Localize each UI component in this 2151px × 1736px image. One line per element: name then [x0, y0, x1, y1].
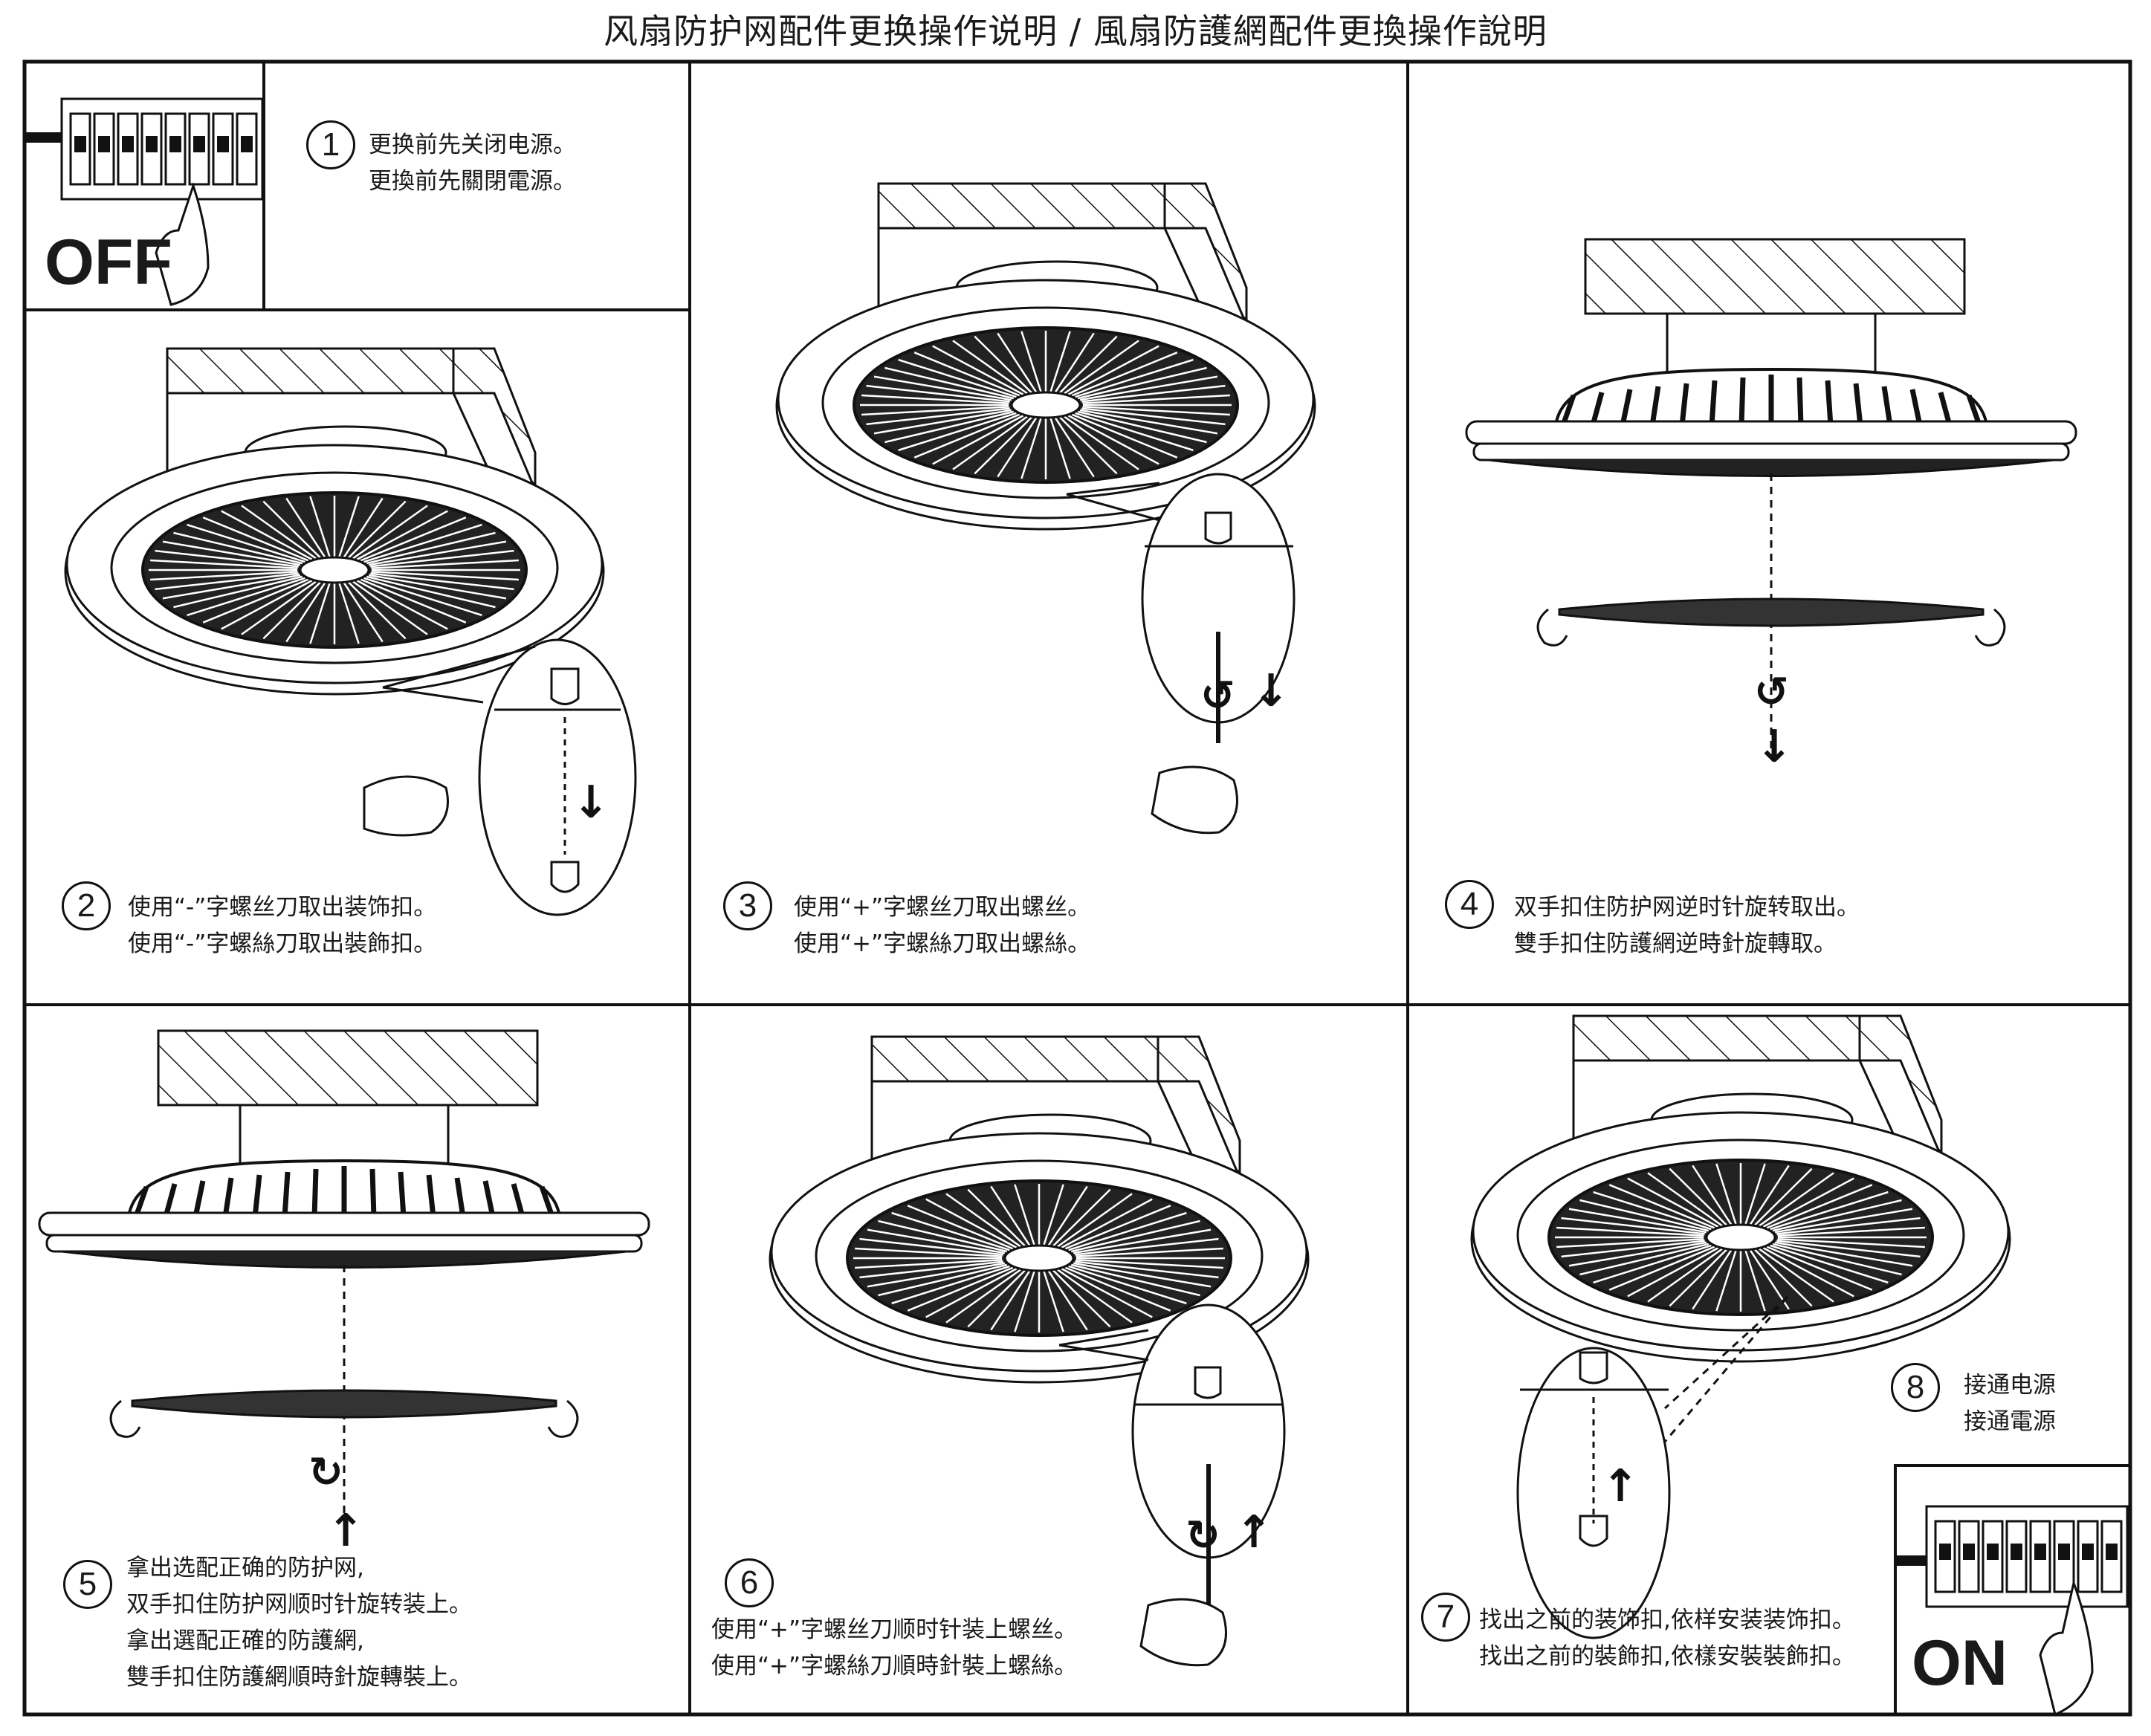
arrow-down-icon: ↓: [1756, 721, 1793, 773]
rotate-clockwise-icon: ↻: [1186, 1512, 1220, 1560]
instruction-line: 接通电源: [1964, 1372, 2056, 1399]
hand-icon: [155, 182, 210, 306]
instruction-line: 接通電源: [1964, 1408, 2056, 1435]
step-number-7: 7: [1421, 1593, 1470, 1642]
hand-icon: [2039, 1578, 2094, 1717]
fan-illustration-step5: [39, 1031, 649, 1544]
arrow-up-icon: ↑: [1235, 1506, 1272, 1558]
step-number-6: 6: [725, 1558, 774, 1607]
step-number-5: 5: [63, 1560, 112, 1609]
instruction-line: 拿出选配正确的防护网,: [126, 1555, 364, 1581]
rotate-counterclockwise-icon: ↺: [1754, 668, 1789, 716]
step-instruction-8: 接通电源接通電源: [1964, 1367, 2056, 1440]
instruction-line: 雙手扣住防護網逆時針旋轉取。: [1514, 930, 1837, 957]
arrow-up-icon: ↑: [1602, 1460, 1639, 1512]
detail-oval: [478, 638, 637, 916]
instruction-line: 更换前先关闭电源。: [369, 132, 576, 158]
page-title: 风扇防护网配件更换操作说明 / 風扇防護網配件更換操作說明: [604, 11, 1547, 51]
fan-illustration-step7: [1470, 1014, 2011, 1363]
detail-oval: [1516, 1347, 1671, 1639]
instruction-line: 找出之前的装饰扣,依样安装装饰扣。: [1479, 1607, 1855, 1633]
instruction-line: 找出之前的裝飾扣,依樣安裝裝飾扣。: [1479, 1643, 1855, 1670]
rotate-counterclockwise-icon: ↺: [1200, 672, 1235, 720]
instruction-line: 使用“+”字螺丝刀取出螺丝。: [794, 894, 1091, 921]
step-instruction-1: 更换前先关闭电源。更換前先關閉電源。: [369, 127, 576, 200]
step-instruction-2: 使用“-”字螺丝刀取出装饰扣。使用“-”字螺絲刀取出裝飾扣。: [128, 890, 436, 962]
step-number-1: 1: [306, 120, 355, 169]
step-instruction-4: 双手扣住防护网逆时针旋转取出。雙手扣住防護網逆時針旋轉取。: [1514, 890, 1860, 962]
instruction-line: 使用“-”字螺丝刀取出装饰扣。: [128, 894, 437, 921]
instruction-line: 使用“+”字螺絲刀順時針裝上螺絲。: [711, 1653, 1078, 1680]
instruction-line: 使用“-”字螺絲刀取出裝飾扣。: [128, 930, 437, 957]
instruction-line: 使用“+”字螺絲刀取出螺絲。: [794, 930, 1091, 957]
step-number-4: 4: [1445, 880, 1494, 929]
hand-icon: [363, 765, 1238, 1667]
instruction-line: 双手扣住防护网顺时针旋转装上。: [126, 1591, 472, 1618]
rotate-clockwise-icon: ↻: [308, 1448, 343, 1497]
instruction-line: 更換前先關閉電源。: [369, 168, 576, 195]
instruction-line: 使用“+”字螺丝刀顺时针装上螺丝。: [711, 1616, 1078, 1643]
on-box: [1894, 1464, 2132, 1716]
step-number-8: 8: [1891, 1363, 1940, 1412]
arrow-down-icon: ↓: [572, 777, 609, 829]
step-instruction-6: 使用“+”字螺丝刀顺时针装上螺丝。使用“+”字螺絲刀順時針裝上螺絲。: [711, 1612, 1077, 1685]
breaker-panel-on: [1925, 1505, 2129, 1608]
off-label: OFF: [45, 227, 172, 298]
instruction-line: 双手扣住防护网逆时针旋转取出。: [1514, 894, 1860, 921]
fan-illustration-step2: [64, 347, 605, 696]
step-instruction-3: 使用“+”字螺丝刀取出螺丝。使用“+”字螺絲刀取出螺絲。: [794, 890, 1090, 962]
instruction-line: 雙手扣住防護網順時針旋轉裝上。: [126, 1664, 472, 1691]
step-number-2: 2: [62, 881, 111, 930]
step-number-3: 3: [723, 881, 772, 930]
instruction-line: 拿出選配正確的防護網,: [126, 1628, 364, 1654]
arrow-up-icon: ↑: [327, 1505, 364, 1557]
frame: [22, 59, 2132, 1717]
step-instruction-5: 拿出选配正确的防护网, 双手扣住防护网顺时针旋转装上。拿出選配正確的防護網, 雙手扣…: [126, 1550, 472, 1696]
on-label: ON: [1912, 1628, 2008, 1699]
off-box: [23, 60, 265, 311]
step-instruction-7: 找出之前的装饰扣,依样安装装饰扣。找出之前的裝飾扣,依樣安裝裝飾扣。: [1479, 1602, 1855, 1675]
breaker-panel-off: [60, 97, 264, 201]
arrow-down-icon: ↓: [1252, 665, 1290, 717]
